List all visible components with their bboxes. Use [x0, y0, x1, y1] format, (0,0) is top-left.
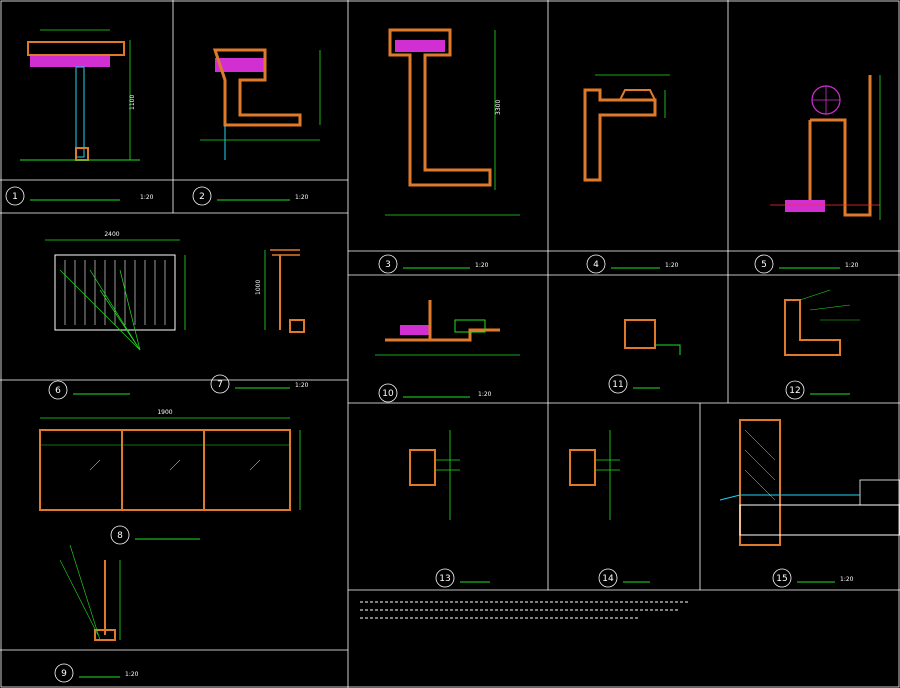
dim-label: 1900 [157, 409, 172, 416]
detail-15-drawing [719, 419, 900, 546]
detail-11-drawing [624, 319, 681, 355]
detail-6-drawing: 2400 [45, 231, 186, 351]
detail-13-drawing [409, 430, 460, 520]
detail-3-drawing: 3300 [385, 28, 520, 216]
detail-number: 7 [217, 380, 223, 390]
detail-8-title: 8 [110, 525, 200, 545]
detail-scale: 1:20 [295, 194, 309, 201]
detail-15-title: 15 1:20 [772, 568, 854, 588]
detail-scale: 1:20 [845, 262, 859, 269]
detail-scale: 1:20 [140, 194, 154, 201]
detail-3-title: 3 1:20 [378, 254, 489, 274]
detail-14-drawing [569, 430, 620, 520]
dim-label: 1100 [129, 95, 136, 110]
detail-number: 6 [55, 386, 61, 396]
detail-scale: 1:20 [840, 576, 854, 583]
detail-9-title: 9 1:20 [54, 663, 139, 683]
detail-number: 4 [593, 260, 599, 270]
detail-number: 14 [602, 574, 614, 584]
detail-11-title: 11 [608, 374, 660, 394]
detail-5-title: 5 1:20 [754, 254, 859, 274]
detail-scale: 1:20 [295, 382, 309, 389]
dim-label: 2400 [104, 231, 119, 238]
detail-6-title: 6 [48, 380, 130, 400]
detail-scale: 1:20 [478, 391, 492, 398]
detail-1-title: 1 1:20 [5, 186, 154, 206]
detail-number: 12 [789, 386, 800, 396]
detail-scale: 1:20 [125, 671, 139, 678]
detail-number: 2 [199, 192, 205, 202]
detail-number: 9 [61, 669, 67, 679]
detail-4-title: 4 1:20 [586, 254, 679, 274]
detail-number: 8 [117, 531, 123, 541]
detail-scale: 1:20 [665, 262, 679, 269]
detail-number: 13 [439, 574, 450, 584]
detail-14-title: 14 [598, 568, 650, 588]
detail-10-drawing [375, 300, 520, 356]
detail-number: 10 [382, 389, 394, 399]
detail-number: 1 [12, 192, 18, 202]
detail-5-drawing [770, 75, 881, 220]
detail-2-drawing [200, 48, 321, 160]
detail-7-title: 7 1:20 [210, 374, 309, 394]
detail-13-title: 13 [435, 568, 490, 588]
detail-scale: 1:20 [475, 262, 489, 269]
dim-label: 3300 [495, 100, 502, 115]
detail-1-drawing: 1100 [20, 29, 140, 161]
general-notes [360, 601, 690, 619]
detail-number: 15 [776, 574, 787, 584]
detail-10-title: 10 1:20 [378, 383, 492, 403]
detail-8-drawing: 1900 [39, 409, 301, 511]
detail-2-title: 2 1:20 [192, 186, 309, 206]
detail-12-title: 12 [785, 380, 850, 400]
detail-number: 5 [761, 260, 767, 270]
detail-12-drawing [784, 289, 860, 356]
dim-label: 1000 [255, 280, 262, 295]
detail-4-drawing [583, 74, 670, 182]
detail-number: 11 [612, 380, 623, 390]
detail-number: 3 [385, 260, 391, 270]
detail-9-drawing [59, 544, 121, 641]
detail-7-drawing: 1000 [255, 249, 305, 333]
